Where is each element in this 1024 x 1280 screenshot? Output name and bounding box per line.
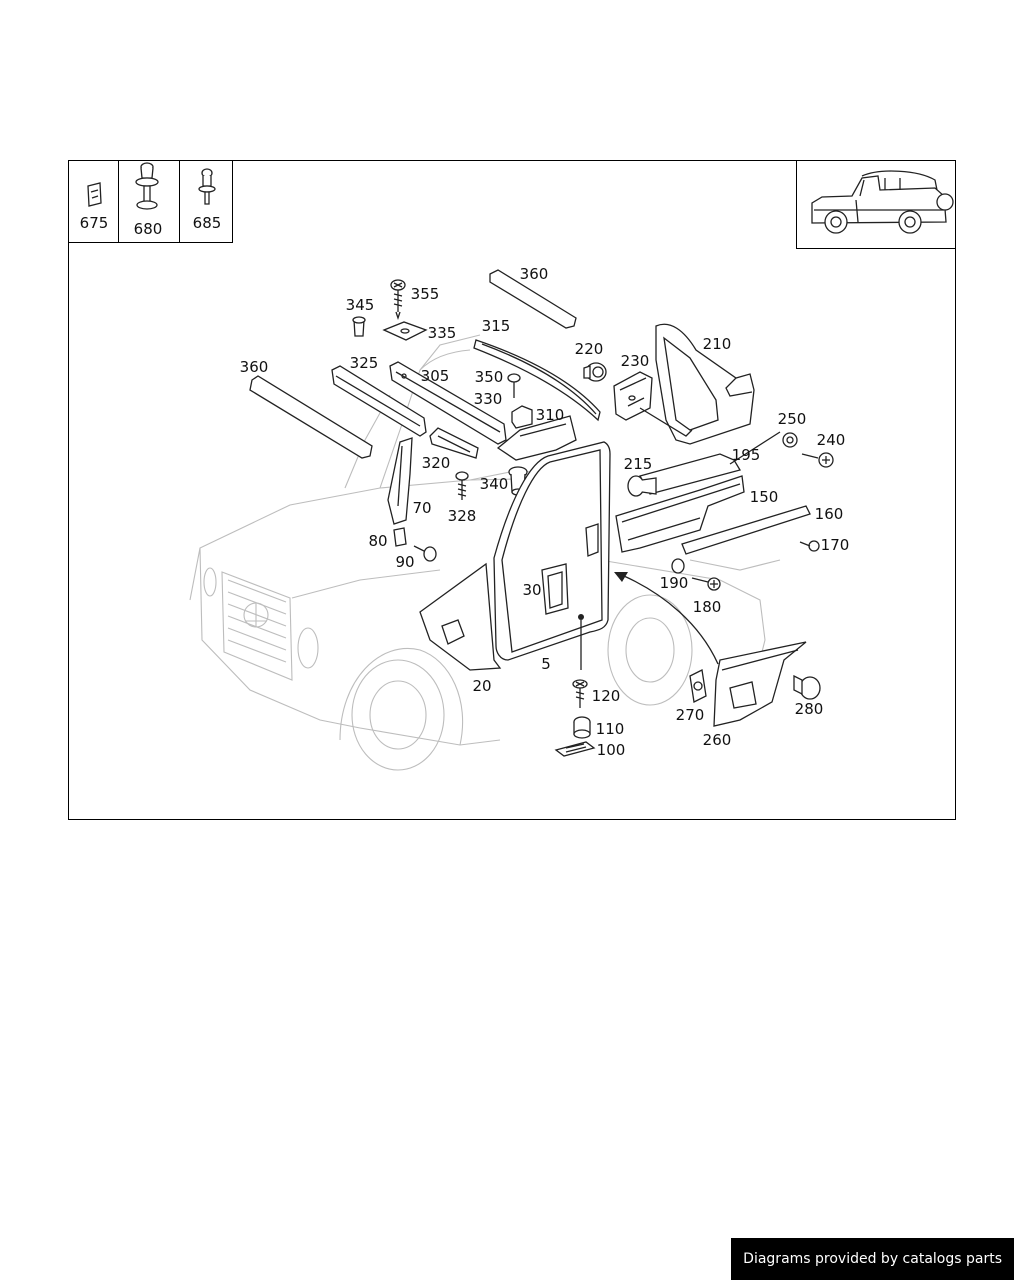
callout-30: 30 — [522, 581, 541, 599]
diagram-border — [68, 160, 956, 820]
windshield-rail-315 — [473, 339, 601, 422]
cap-220-icon — [583, 362, 607, 382]
sill-trim-150 — [615, 475, 745, 553]
callout-190: 190 — [660, 574, 689, 592]
callout-360-right: 360 — [520, 265, 549, 283]
callout-110: 110 — [596, 720, 625, 738]
legend-label-685: 685 — [193, 214, 222, 232]
callout-355: 355 — [411, 285, 440, 303]
screw-355-icon — [390, 279, 406, 321]
quarter-panel-210 — [655, 323, 755, 445]
callout-240: 240 — [817, 431, 846, 449]
callout-120: 120 — [592, 687, 621, 705]
screw-240-icon — [801, 452, 834, 468]
screw-120-icon — [572, 679, 588, 708]
callout-320: 320 — [422, 454, 451, 472]
catch-270-icon — [689, 669, 707, 703]
callout-230: 230 — [621, 352, 650, 370]
bushing-110-icon — [573, 716, 591, 739]
legend-label-675: 675 — [80, 214, 109, 232]
callout-330: 330 — [474, 390, 503, 408]
callout-260: 260 — [703, 731, 732, 749]
callout-280: 280 — [795, 700, 824, 718]
callout-328: 328 — [448, 507, 477, 525]
washer-250-icon — [782, 432, 798, 448]
side-panel-260 — [713, 641, 807, 727]
callout-160: 160 — [815, 505, 844, 523]
vehicle-thumbnail — [796, 160, 956, 249]
trim-strip-160 — [681, 505, 811, 555]
callout-350: 350 — [475, 368, 504, 386]
vehicle-outline-background — [189, 334, 781, 771]
screw-170-icon — [799, 540, 820, 552]
callout-70: 70 — [412, 499, 431, 517]
callout-215: 215 — [624, 455, 653, 473]
screw-350-icon — [507, 373, 521, 398]
diagram-credit-badge: Diagrams provided by catalogs parts — [731, 1238, 1014, 1280]
callout-100: 100 — [597, 741, 626, 759]
clip-675-icon — [87, 182, 102, 207]
rivet-680-icon — [135, 162, 159, 210]
plate-100 — [554, 741, 596, 757]
callout-220: 220 — [575, 340, 604, 358]
callout-150: 150 — [750, 488, 779, 506]
callout-labels: 5 20 30 70 80 90 100 110 120 150 160 170… — [240, 265, 850, 759]
trim-strip-360-left — [249, 375, 373, 459]
screw-90-icon — [413, 545, 437, 562]
callout-305: 305 — [421, 367, 450, 385]
callout-340: 340 — [480, 475, 509, 493]
legend-label-680: 680 — [134, 220, 163, 238]
callout-5: 5 — [541, 655, 551, 673]
block-330 — [511, 405, 533, 429]
plate-335 — [382, 321, 428, 341]
callout-315: 315 — [482, 317, 511, 335]
push-clip-215-icon — [627, 475, 657, 497]
callout-180: 180 — [693, 598, 722, 616]
callout-170: 170 — [821, 536, 850, 554]
clip-80 — [393, 527, 407, 547]
parts-line-art — [249, 269, 834, 757]
screw-180-icon — [691, 577, 721, 591]
screw-328-icon — [455, 471, 469, 500]
callout-325: 325 — [350, 354, 379, 372]
callout-210: 210 — [703, 335, 732, 353]
callout-90: 90 — [395, 553, 414, 571]
trim-strip-360-right — [489, 269, 577, 329]
convertible-suv-icon — [811, 170, 954, 234]
callout-360-left: 360 — [240, 358, 269, 376]
button-280-icon — [793, 674, 821, 700]
lower-panel-20 — [419, 562, 502, 671]
callout-270: 270 — [676, 706, 705, 724]
cap-190-icon — [671, 558, 685, 574]
callout-310: 310 — [536, 406, 565, 424]
callout-80: 80 — [368, 532, 387, 550]
callout-335: 335 — [428, 324, 457, 342]
callout-345: 345 — [346, 296, 375, 314]
rivet-685-icon — [198, 168, 216, 205]
legend-boxes: 675 680 685 — [68, 160, 233, 243]
callout-195: 195 — [732, 446, 761, 464]
roof-rail-305 — [389, 361, 507, 445]
callout-250: 250 — [778, 410, 807, 428]
callout-20: 20 — [472, 677, 491, 695]
